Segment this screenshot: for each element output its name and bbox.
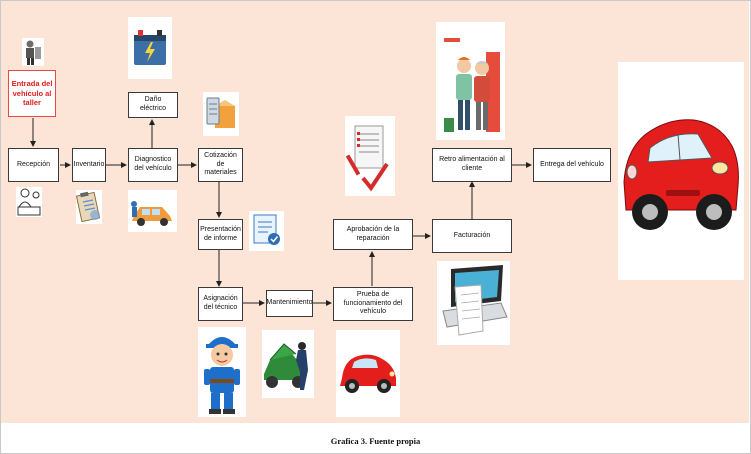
quote-box-icon — [203, 92, 239, 136]
node-test[interactable]: Prueba de funcionamiento del vehículo — [333, 287, 413, 321]
mechanic-boy-icon — [198, 327, 246, 417]
car-diagnosis-icon — [128, 190, 177, 232]
worker-icon — [22, 38, 44, 66]
red-car-small-icon — [336, 330, 400, 417]
node-inventory[interactable]: Inventario — [72, 148, 106, 182]
node-delivery[interactable]: Entrega del vehículo — [533, 148, 611, 182]
node-entry[interactable]: Entrada del vehículo al taller — [8, 70, 56, 117]
invoice-laptop-icon — [437, 261, 510, 345]
receptionist-icon — [16, 187, 42, 217]
node-reception[interactable]: Recepción — [8, 148, 59, 182]
node-feedback[interactable]: Retro alimentación al cliente — [432, 148, 512, 182]
node-approval[interactable]: Aprobación de la reparación — [333, 219, 413, 250]
report-icon — [249, 211, 284, 251]
node-tech[interactable]: Asignación del técnico — [198, 287, 243, 321]
inventory-clipboard-icon — [76, 190, 102, 224]
node-quote[interactable]: Cotización de materiales — [198, 148, 243, 182]
node-report[interactable]: Presentación de informe — [198, 219, 243, 250]
mechanic-engine-icon — [262, 330, 314, 398]
node-diagnosis[interactable]: Diagnostico del vehículo — [128, 148, 178, 182]
red-car-large-icon — [618, 62, 744, 280]
car-battery-icon — [128, 17, 172, 79]
node-billing[interactable]: Facturación — [432, 219, 512, 253]
node-maintenance[interactable]: Mantenimiento — [266, 290, 313, 317]
checklist-icon — [345, 116, 395, 196]
customer-meeting-icon — [436, 22, 505, 140]
figure-caption: Grafica 3. Fuente propia — [330, 436, 421, 446]
node-electric[interactable]: Daño eléctrico — [128, 92, 178, 118]
